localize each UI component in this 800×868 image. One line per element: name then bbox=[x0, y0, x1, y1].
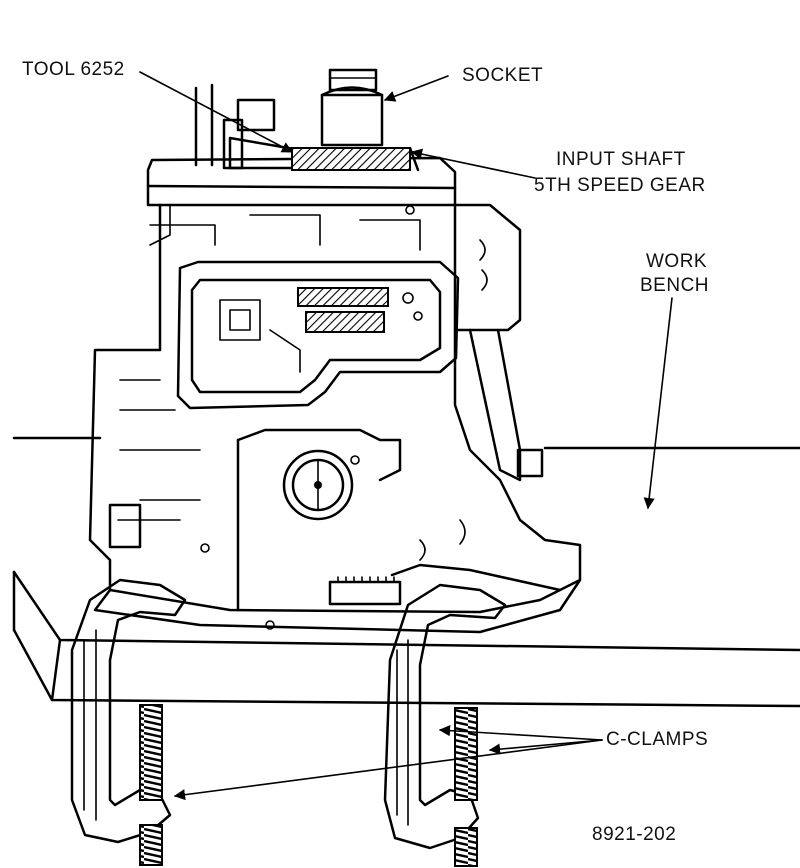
c-clamps-label: C-CLAMPS bbox=[606, 729, 709, 750]
tool-label: TOOL 6252 bbox=[22, 59, 125, 80]
tool-socket-assembly bbox=[194, 68, 420, 172]
work-bench-label-line2: BENCH bbox=[640, 275, 710, 296]
work-bench bbox=[12, 436, 800, 708]
work-bench-label-line1: WORK bbox=[646, 251, 708, 272]
transmission-housing bbox=[88, 156, 582, 634]
c-clamp-right bbox=[383, 583, 507, 867]
input-shaft-label-line1: INPUT SHAFT bbox=[556, 149, 686, 170]
leader-lines bbox=[139, 71, 673, 801]
c-clamp-left bbox=[70, 578, 187, 866]
input-shaft-label-line2: 5TH SPEED GEAR bbox=[534, 175, 706, 196]
socket-label: SOCKET bbox=[462, 65, 544, 86]
figure-number: 8921-202 bbox=[592, 824, 677, 845]
